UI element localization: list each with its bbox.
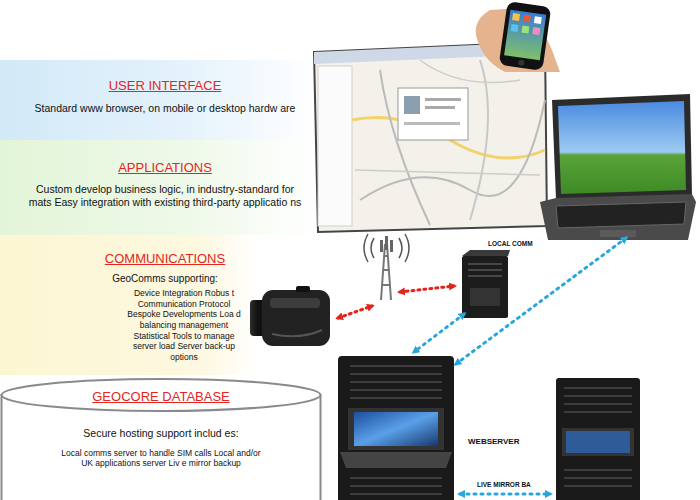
smartphone-part-part — [518, 59, 525, 66]
data-links-part — [338, 306, 372, 318]
web-server-part — [340, 452, 452, 468]
web-server-part — [348, 408, 444, 450]
mirror-server-part — [566, 431, 630, 453]
layer-heading: APPLICATIONS — [0, 160, 330, 176]
map-screenshot-part — [425, 106, 455, 109]
map-screenshot-part — [404, 96, 420, 114]
smartphone — [476, 1, 560, 72]
local-comm-server — [462, 250, 510, 318]
layer-heading: GEOCORE DATABASE — [0, 389, 322, 405]
antenna-tower-part — [385, 236, 388, 250]
layer-band: USER INTERFACE Standard www browser, on m… — [0, 60, 330, 140]
map-screenshot-part — [470, 60, 488, 220]
data-links-part — [460, 493, 550, 496]
layer-text: Custom develop business logic, in indust… — [27, 183, 303, 209]
layer-heading: USER INTERFACE — [0, 78, 330, 94]
laptop-part — [552, 94, 692, 200]
web-server-part — [350, 366, 442, 398]
layer-text: Standard www browser, on mobile or deskt… — [34, 102, 296, 115]
data-links-part — [456, 238, 626, 364]
laptop-part — [540, 194, 696, 240]
local-comm-server-part — [462, 250, 510, 256]
antenna-tower — [364, 234, 409, 300]
smartphone-part-part — [504, 10, 546, 61]
smartphone-part-part — [523, 15, 531, 23]
database-cylinder: GEOCORE DATABASE Secure hosting support i… — [0, 378, 322, 500]
smartphone-part-part — [532, 27, 540, 35]
mirror-server — [556, 378, 640, 500]
layer-band: APPLICATIONS Custom develop business logi… — [0, 140, 330, 235]
web-server-part — [338, 356, 454, 500]
map-screenshot-part — [355, 170, 540, 175]
device-label: LIVE MIRROR BA — [476, 481, 532, 488]
map-screenshot-part — [404, 122, 460, 125]
mirror-server-part — [556, 378, 640, 500]
smartphone-part — [499, 1, 551, 71]
layer-text: Secure hosting support includ es: — [77, 427, 245, 440]
data-links-part — [414, 314, 464, 352]
web-server-part — [350, 478, 442, 494]
data-links — [338, 238, 626, 494]
antenna-tower-part — [364, 234, 409, 262]
map-screenshot-part — [425, 98, 461, 101]
layer-text: Device Integration Robus t Communication… — [122, 288, 246, 362]
smartphone-part-part — [534, 16, 542, 24]
laptop-part — [556, 202, 686, 228]
mirror-server-part — [562, 428, 634, 456]
device-label: WEBSERVER — [467, 438, 520, 447]
web-server — [338, 356, 454, 500]
layer-text: Local comms server to handle SIM calls L… — [55, 448, 267, 469]
local-comm-server-part — [470, 288, 500, 306]
smartphone-part-part — [511, 24, 519, 32]
data-links-part — [400, 286, 454, 292]
smartphone-part-part — [512, 13, 520, 21]
mirror-server-part — [564, 388, 632, 412]
layer-heading: COMMUNICATIONS — [0, 251, 330, 267]
device-label: LOCAL COMM — [487, 240, 534, 247]
local-comm-server-part — [468, 264, 502, 276]
mirror-server-part — [564, 470, 632, 486]
antenna-tower-part — [380, 240, 383, 252]
laptop — [540, 94, 696, 240]
web-server-part — [354, 412, 438, 446]
laptop-part — [600, 230, 636, 237]
antenna-tower-part — [381, 244, 391, 300]
layer-text: GeoComms supporting: — [65, 273, 265, 286]
map-screenshot-part — [398, 88, 468, 140]
local-comm-server-part — [462, 256, 508, 318]
antenna-tower-part — [390, 240, 393, 252]
layer-band: COMMUNICATIONS GeoComms supporting: Device… — [0, 235, 330, 375]
smartphone-part-part — [521, 26, 529, 34]
smartphone-part-part — [499, 1, 551, 71]
laptop-part — [558, 101, 686, 194]
